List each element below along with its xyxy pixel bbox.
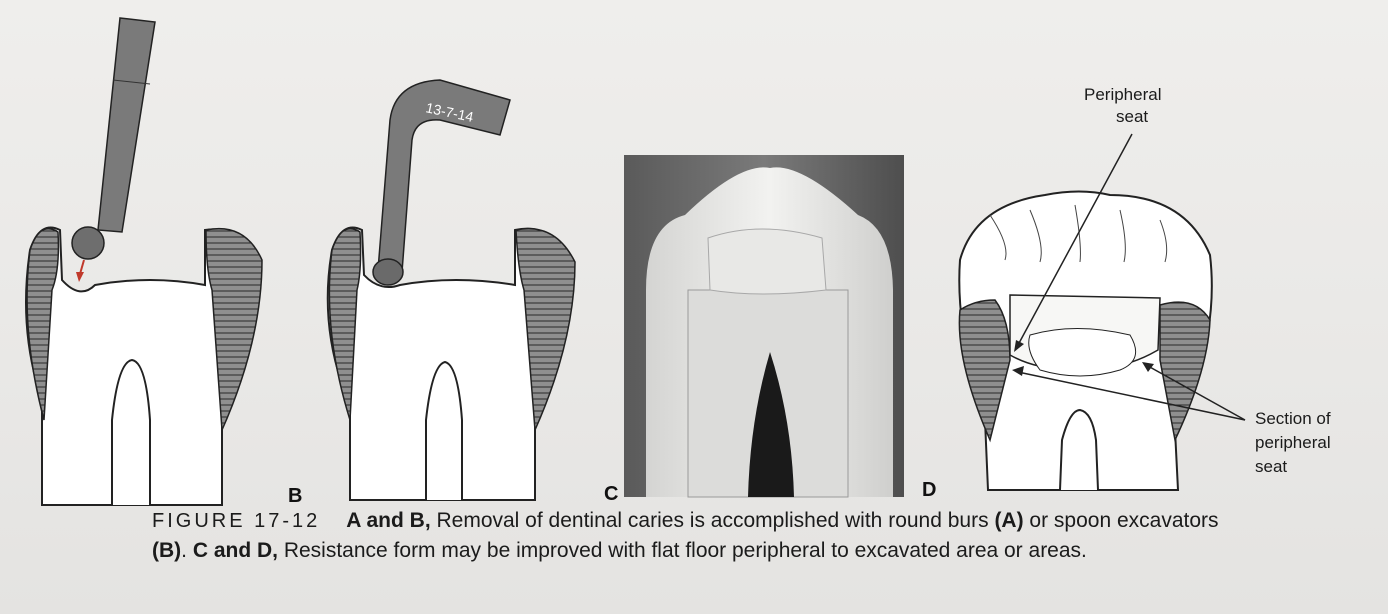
caption-text-3: . xyxy=(181,539,193,562)
peripheral-seat-label-line1: Peripheral xyxy=(1084,85,1162,104)
section-label-line1: Section of xyxy=(1255,409,1331,428)
caption-text-1: Removal of dentinal caries is accomplish… xyxy=(431,509,995,532)
panel-b-label: B xyxy=(288,485,302,507)
panel-c-label: C xyxy=(604,483,618,505)
figure-caption: FIGURE 17-12 A and B, Removal of dentinal… xyxy=(152,506,1232,566)
caption-text-4: Resistance form may be improved with fla… xyxy=(278,539,1087,562)
caption-a-ref: (A) xyxy=(994,509,1023,532)
panel-a-tooth-diagram xyxy=(26,18,262,505)
panel-d-tooth-diagram: Peripheral seat Section of peripheral se… xyxy=(922,85,1331,501)
panel-c-tooth-photo: C xyxy=(604,155,904,505)
caption-b-ref: (B) xyxy=(152,539,181,562)
peripheral-seat-label-line2: seat xyxy=(1116,107,1148,126)
panel-b-tooth-diagram: 13-7-14 B xyxy=(288,80,575,507)
panel-d-label: D xyxy=(922,479,936,501)
caption-ab-ref: A and B, xyxy=(346,509,430,532)
figure-number: FIGURE 17-12 xyxy=(152,510,320,532)
caption-text-2: or spoon excavators xyxy=(1024,509,1219,532)
section-label-line3: seat xyxy=(1255,457,1287,476)
section-label-line2: peripheral xyxy=(1255,433,1331,452)
caption-cd-ref: C and D, xyxy=(193,539,278,562)
